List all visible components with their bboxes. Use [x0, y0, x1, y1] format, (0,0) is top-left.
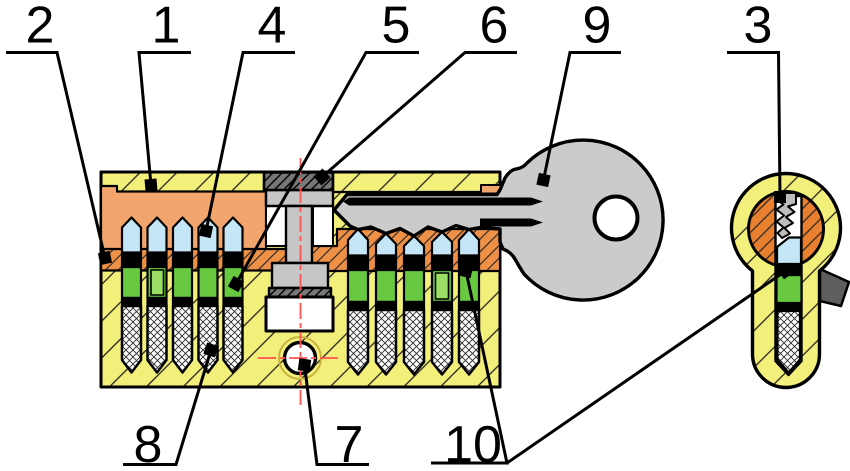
- driver-pin: [775, 273, 803, 305]
- leader-1: [137, 51, 191, 192]
- spring: [430, 308, 454, 376]
- key-bow-hole: [592, 194, 640, 242]
- pin-stacks-right: [346, 227, 481, 376]
- leader-5: [227, 51, 419, 293]
- cam-lobe: [818, 267, 850, 308]
- leader-10: [431, 262, 794, 465]
- pin-stack: [146, 216, 168, 374]
- leader-3: [727, 51, 786, 203]
- driver-pin: [402, 268, 426, 304]
- leader-dot: [777, 262, 794, 280]
- key-pin: [775, 236, 803, 266]
- label-3: 3: [744, 0, 773, 55]
- leader-dot: [97, 250, 113, 266]
- leader-4: [198, 51, 295, 239]
- spring: [146, 304, 168, 374]
- driver-pin: [346, 268, 370, 304]
- label-6: 6: [480, 0, 509, 55]
- pin-spacer: [197, 251, 219, 269]
- pin-stack: [374, 232, 398, 376]
- spring: [776, 309, 802, 374]
- label-10: 10: [444, 416, 502, 471]
- leader-7: [297, 358, 369, 466]
- pin-stack: [430, 230, 454, 376]
- end-view: [729, 171, 850, 390]
- pin-stack: [120, 216, 143, 374]
- driver-pin-inset: [434, 272, 450, 300]
- leader-dot: [227, 275, 245, 293]
- spring: [346, 308, 370, 376]
- leader-2: [6, 51, 113, 266]
- label-9: 9: [583, 0, 612, 55]
- key: [332, 138, 665, 302]
- label-7: 7: [335, 416, 364, 471]
- cam-top-flange: [264, 188, 335, 208]
- pin-stack: [402, 234, 426, 376]
- leader-8: [123, 342, 219, 466]
- leader-dot: [144, 178, 158, 192]
- leader-dot: [313, 168, 331, 186]
- key-groove-lower: [480, 218, 543, 227]
- pin-spacer: [374, 254, 398, 272]
- pin-spacer: [402, 254, 426, 272]
- leader-dot: [203, 342, 219, 358]
- keyway-profile: [775, 192, 797, 239]
- driver-pin: [374, 268, 398, 304]
- leader-lines: [6, 51, 794, 466]
- cam-void: [264, 295, 335, 333]
- label-5: 5: [382, 0, 411, 55]
- label-1: 1: [152, 0, 181, 55]
- leader-6: [313, 51, 517, 186]
- labels: 2 1 4 5 6 9 3 8 7 10: [26, 0, 773, 471]
- pin-spacer: [146, 251, 168, 269]
- leader-dot: [536, 172, 551, 188]
- pin-spacer: [120, 251, 143, 269]
- leader-dot: [458, 263, 474, 279]
- spring: [120, 304, 143, 374]
- driver-pin: [171, 265, 194, 300]
- leader-9: [536, 51, 621, 188]
- pin-stack: [346, 227, 370, 376]
- driver-pin-inset: [150, 269, 165, 296]
- pin-stack: [457, 227, 481, 376]
- pin-stacks-left: [120, 216, 244, 374]
- pin-spacer: [171, 251, 194, 269]
- pin-stack: [222, 216, 244, 374]
- key-groove-upper: [343, 197, 543, 206]
- pin-spacer: [346, 254, 370, 272]
- driver-pin: [197, 265, 219, 300]
- cam-gap-right: [312, 205, 334, 247]
- driver-pin: [120, 265, 143, 300]
- pin-spacer: [222, 251, 244, 269]
- spring: [402, 308, 426, 376]
- spring: [222, 304, 244, 374]
- spring: [171, 304, 194, 374]
- pin-spacer: [776, 303, 802, 311]
- cam-web: [284, 204, 314, 265]
- spring: [374, 308, 398, 376]
- leader-dot: [198, 223, 214, 239]
- label-4: 4: [258, 0, 287, 55]
- pin-stack: [171, 216, 194, 374]
- label-8: 8: [134, 416, 163, 471]
- label-2: 2: [26, 0, 55, 55]
- leader-dot: [297, 358, 312, 372]
- leader-dot: [774, 191, 786, 203]
- pin-spacer: [430, 254, 454, 272]
